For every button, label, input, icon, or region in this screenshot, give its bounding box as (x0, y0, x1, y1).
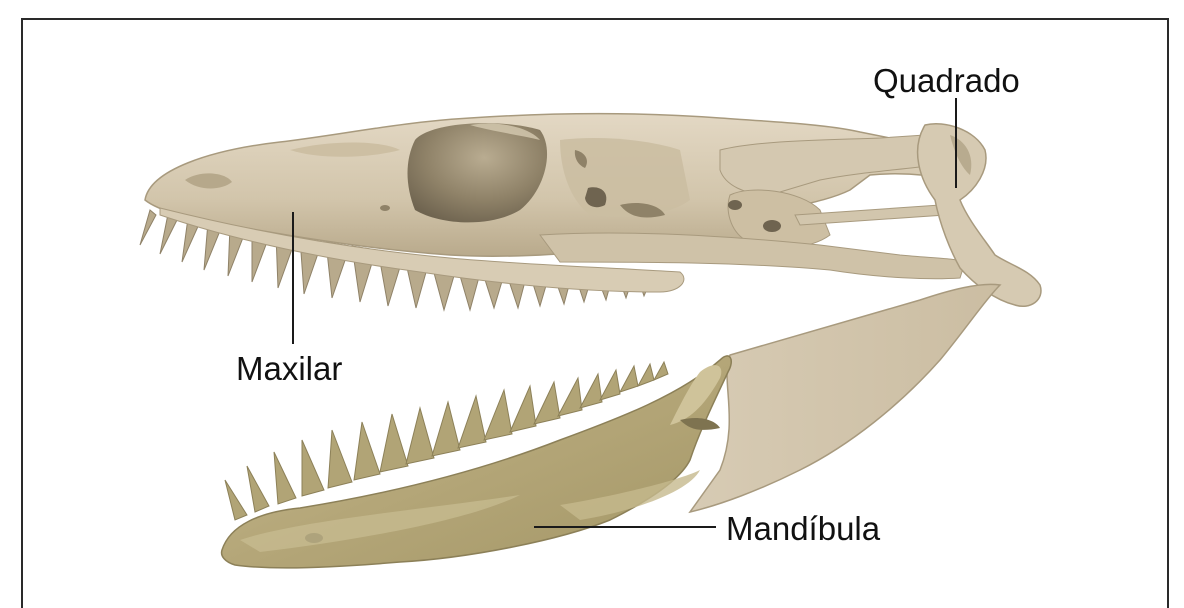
quadrado-label: Quadrado (873, 64, 1020, 97)
maxilar-label: Maxilar (236, 352, 342, 385)
mandibula-label: Mandíbula (726, 512, 880, 545)
mandible-bone (690, 284, 1000, 512)
